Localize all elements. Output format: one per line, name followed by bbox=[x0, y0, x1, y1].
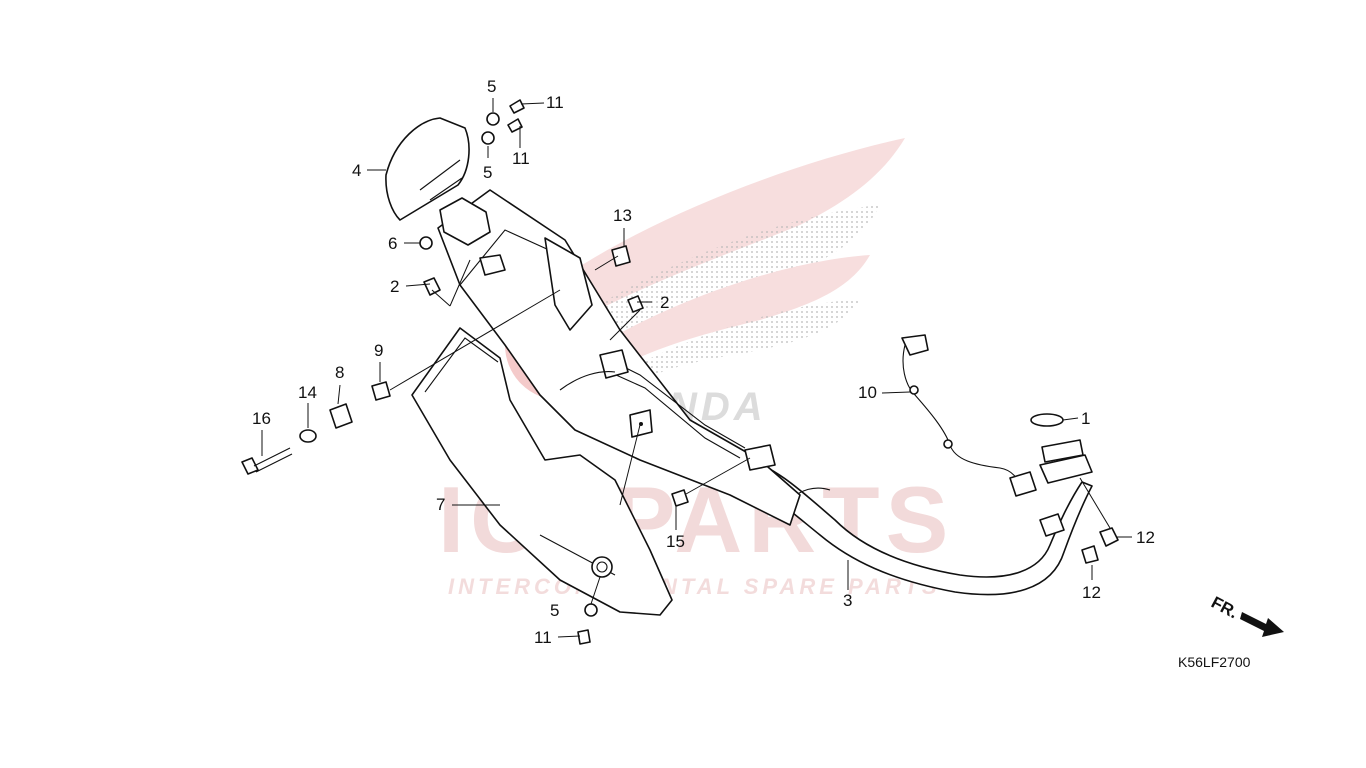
diagram-code: K56LF2700 bbox=[1178, 654, 1251, 670]
joint-nut-parts bbox=[1081, 527, 1119, 564]
callout-7: 7 bbox=[436, 495, 445, 514]
callout-11: 11 bbox=[534, 628, 552, 647]
callout-8: 8 bbox=[335, 363, 344, 382]
leader-lines bbox=[261, 98, 1132, 638]
callout-9: 9 bbox=[374, 341, 383, 360]
front-direction-indicator: FR. bbox=[1208, 593, 1284, 637]
o2-sensor-part bbox=[901, 334, 1037, 497]
callout-10: 10 bbox=[858, 383, 877, 402]
callout-5: 5 bbox=[550, 601, 559, 620]
end-cover-part bbox=[385, 117, 470, 221]
hardware-parts bbox=[241, 99, 689, 645]
callout-11: 11 bbox=[512, 149, 530, 168]
callout-4: 4 bbox=[352, 161, 361, 180]
gasket-part bbox=[1030, 413, 1064, 427]
callout-3: 3 bbox=[843, 591, 852, 610]
callout-13: 13 bbox=[613, 206, 632, 225]
callout-1: 1 bbox=[1081, 409, 1090, 428]
callout-12: 12 bbox=[1136, 528, 1155, 547]
callout-2: 2 bbox=[390, 277, 399, 296]
callout-2: 2 bbox=[660, 293, 669, 312]
callout-12: 12 bbox=[1082, 583, 1101, 602]
callout-11: 11 bbox=[546, 93, 564, 112]
tagline-watermark: INTERCONTINENTAL SPARE PARTS bbox=[448, 574, 941, 599]
callout-14: 14 bbox=[298, 383, 317, 402]
callout-16: 16 bbox=[252, 409, 271, 428]
callout-5: 5 bbox=[487, 77, 496, 96]
front-label: FR. bbox=[1208, 593, 1241, 623]
muffler-protector-part bbox=[411, 327, 673, 616]
callout-15: 15 bbox=[666, 532, 685, 551]
arrow-right-icon bbox=[1240, 612, 1284, 637]
muffler-body-part bbox=[437, 189, 801, 526]
callout-6: 6 bbox=[388, 234, 397, 253]
callout-5: 5 bbox=[483, 163, 492, 182]
